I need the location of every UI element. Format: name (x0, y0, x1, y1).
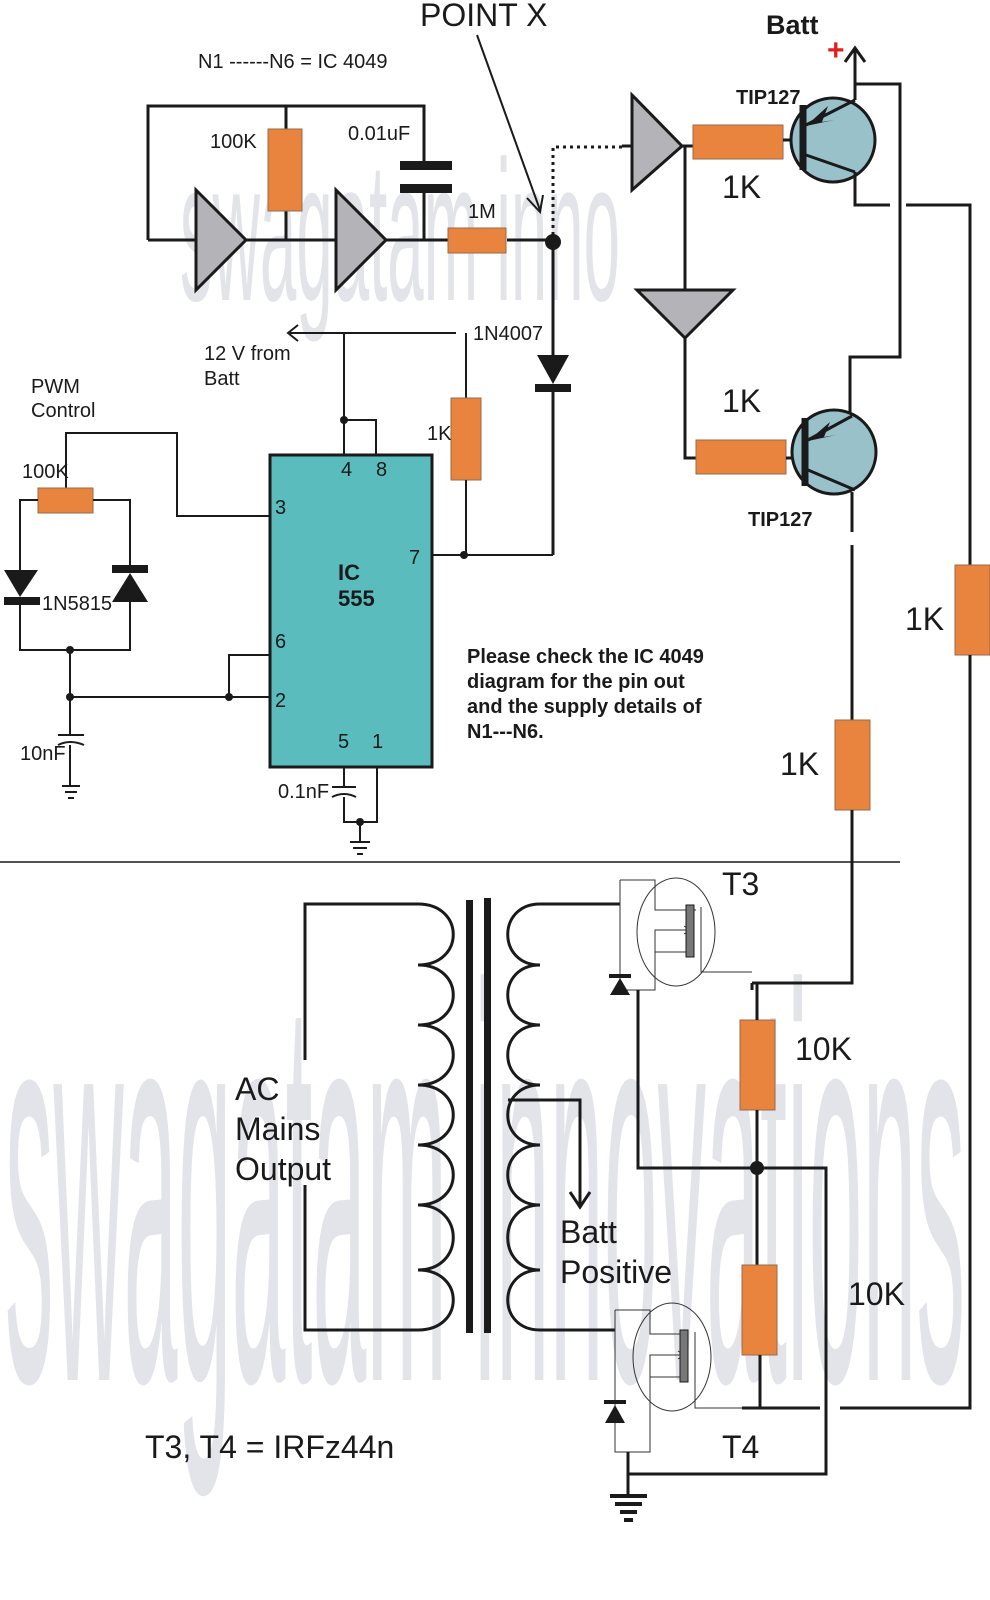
ic-555 (268, 453, 434, 769)
note-line1: Please check the IC 4049 (467, 646, 704, 668)
ground-icon-10nf (62, 785, 80, 799)
point-x-arrow (476, 34, 544, 215)
mosfet-t3 (609, 877, 752, 995)
capacitor-01nf-label: 0.1nF (278, 781, 329, 803)
resistor-100k-osc (267, 128, 303, 212)
transistor-tip127-top (789, 96, 877, 184)
resistor-1k-mid-label: 1K (780, 746, 819, 782)
center-tap-label-line2: Positive (560, 1254, 672, 1290)
resistor-1k-right (954, 564, 990, 656)
resistor-1k-base-bottom-label: 1K (722, 383, 761, 419)
note: Please check the IC 4049 diagram for the… (467, 646, 704, 743)
transformer-core-right (484, 898, 491, 1333)
mosfet-t4-label: T4 (722, 1429, 759, 1465)
supply-label-line2: Batt (204, 368, 240, 390)
ic-555-label-line2: 555 (338, 586, 375, 611)
capacitor-10nf (57, 734, 85, 785)
mosfet-part-note: T3, T4 = IRFz44n (145, 1429, 394, 1465)
resistor-1k-discharge (450, 397, 482, 481)
resistor-1k-right-label: 1K (905, 601, 944, 637)
dotted-link (551, 145, 625, 235)
resistor-1m (447, 227, 507, 254)
ground-icon-555 (350, 841, 370, 855)
batt-plus-icon: + (827, 34, 845, 67)
mosfet-t3-label: T3 (722, 866, 759, 902)
diode-1n4007 (535, 355, 571, 392)
pin-8: 8 (376, 459, 387, 481)
mosfet-t4 (604, 1302, 742, 1453)
diode-1n4007-label: 1N4007 (473, 323, 543, 345)
diode-1n5815-left (4, 570, 40, 605)
ic-555-label-line1: IC (338, 560, 360, 585)
ground-icon-output (610, 1494, 647, 1522)
resistor-10k-top (739, 1019, 776, 1111)
resistor-10k-bottom-label: 10K (848, 1276, 905, 1312)
resistor-1k-discharge-label: 1K (427, 423, 452, 445)
watermark-top: swagatam inno (180, 120, 620, 343)
transistor-tip127-bottom (790, 408, 878, 496)
center-tap-label-line1: Batt (560, 1214, 617, 1250)
capacitor-01nf (331, 786, 357, 798)
transformer-core-left (466, 900, 473, 1333)
note-line4: N1---N6. (467, 721, 544, 743)
primary-label-line3: Output (235, 1151, 331, 1187)
pwm-control-label-line1: PWM (31, 376, 80, 398)
primary-label-line2: Mains (235, 1111, 320, 1147)
note-line3: and the supply details of (467, 696, 702, 718)
supply-label-line1: 12 V from (204, 343, 291, 365)
inverter-n1 (194, 186, 249, 294)
pin-3: 3 (275, 497, 286, 519)
resistor-10k-bottom (741, 1264, 778, 1356)
potentiometer-100k (37, 487, 94, 514)
pin-5: 5 (338, 731, 349, 753)
resistor-1m-label: 1M (468, 201, 496, 223)
pin-2: 2 (275, 690, 286, 712)
secondary-winding (506, 902, 541, 1332)
capacitor-001uf-label: 0.01uF (348, 123, 410, 145)
resistor-1k-base-top (692, 124, 784, 160)
primary-winding (417, 902, 455, 1332)
point-x-label: POINT X (420, 0, 547, 33)
primary-label-line1: AC (235, 1071, 279, 1107)
inverter-n2 (334, 186, 389, 294)
pin-6: 6 (275, 631, 286, 653)
capacitor-001uf (400, 161, 452, 193)
potentiometer-100k-label: 100K (22, 461, 69, 483)
diode-1n5815-label: 1N5815 (42, 593, 112, 615)
resistor-1k-base-top-label: 1K (722, 169, 761, 205)
transformer (303, 898, 620, 1333)
ic4049-title: N1 ------N6 = IC 4049 (198, 51, 388, 73)
note-line2: diagram for the pin out (467, 671, 685, 693)
resistor-1k-base-bottom (695, 439, 787, 475)
capacitor-10nf-label: 10nF (20, 743, 66, 765)
inverter-n4 (633, 288, 737, 341)
resistor-100k-osc-label: 100K (210, 131, 257, 153)
resistor-1k-mid (834, 719, 871, 811)
batt-label: Batt (766, 10, 819, 40)
transistor-tip127-top-label: TIP127 (736, 87, 800, 109)
pin-7: 7 (409, 547, 420, 569)
diode-1n5815-right (112, 565, 148, 602)
transistor-tip127-bottom-label: TIP127 (748, 509, 812, 531)
resistor-10k-top-label: 10K (795, 1031, 852, 1067)
pin-4: 4 (341, 459, 352, 481)
inverter-n3 (630, 91, 685, 194)
pin-1: 1 (372, 731, 383, 753)
pwm-control-label-line2: Control (31, 400, 95, 422)
